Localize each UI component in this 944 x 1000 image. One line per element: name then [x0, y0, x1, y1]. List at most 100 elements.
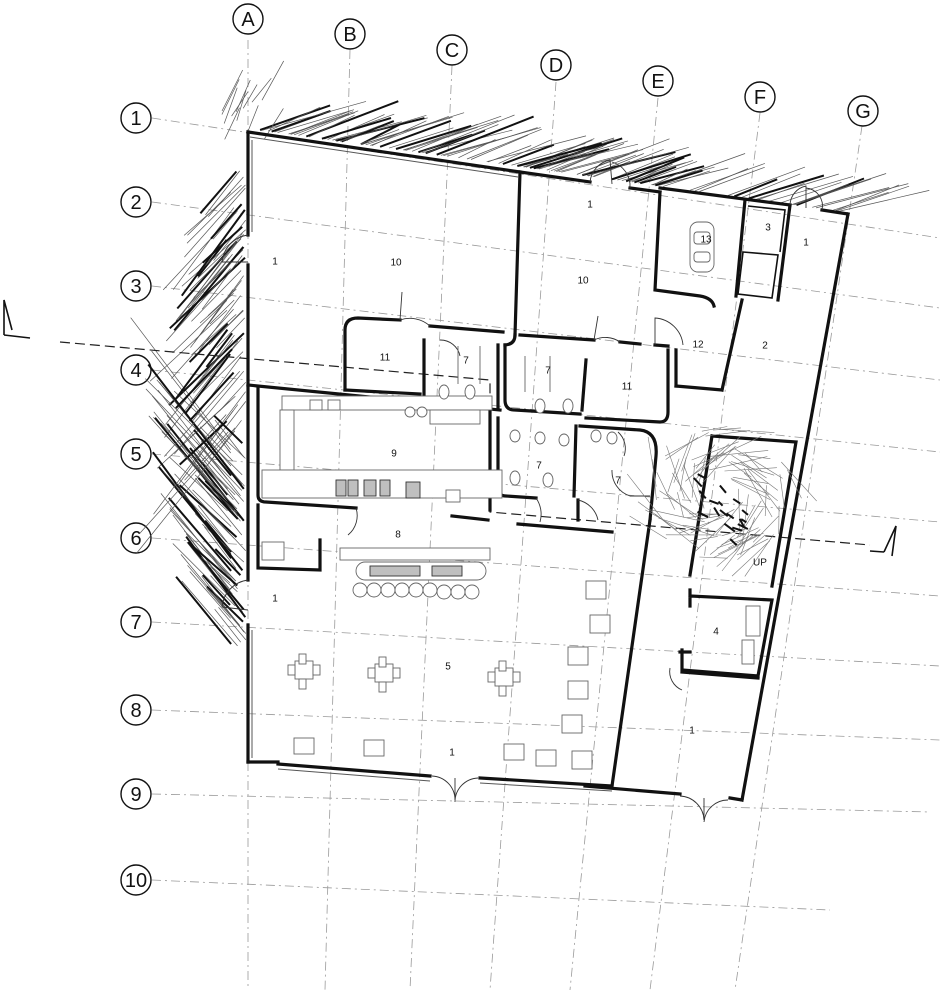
grid-label: 1	[130, 108, 141, 130]
facade-fin	[470, 134, 529, 160]
stair-stroke	[740, 461, 778, 491]
facade-fin	[201, 255, 243, 310]
stair-stroke	[716, 538, 744, 549]
stair-stroke	[743, 468, 773, 518]
stair-stroke	[744, 452, 763, 473]
stair-stroke	[656, 472, 675, 510]
facade-fin	[293, 113, 349, 136]
stair-stroke	[647, 436, 657, 487]
facade-fin	[157, 389, 241, 497]
stair-stroke	[686, 513, 718, 518]
facade-fin	[175, 576, 232, 645]
booth-table	[585, 580, 607, 600]
room-labels: 1 1 1 1 1 1 2 3 4 5 7 7 7 7 8 9 10 10 11…	[272, 200, 809, 759]
facade-fin	[224, 107, 240, 140]
facade-fin	[175, 348, 233, 409]
booth-table	[567, 646, 589, 666]
facade-fin	[139, 427, 236, 534]
facade-fin	[419, 114, 515, 153]
facade-fin	[174, 370, 244, 455]
facade-fin	[251, 77, 272, 103]
facade-fin	[176, 240, 238, 310]
facade-fin	[236, 90, 247, 121]
facade-fin	[189, 238, 242, 291]
grid-bubble-row-7: 7	[120, 606, 152, 638]
facade-fin	[199, 170, 238, 214]
grid-bubble-col-f: F	[744, 81, 776, 113]
facade-fin	[202, 275, 244, 332]
facade-fin	[169, 456, 228, 512]
facade-fin	[216, 317, 245, 349]
facade-fin	[611, 153, 692, 181]
facade-fins-west	[130, 170, 247, 647]
room-label-7b: 7	[545, 366, 551, 377]
facade-fin	[208, 401, 247, 451]
grid-line-col-g	[734, 125, 863, 991]
stair-stroke	[677, 492, 684, 518]
stair-stroke	[734, 507, 764, 552]
grid-bubble-row-1: 1	[120, 102, 152, 134]
facade-fin	[145, 388, 243, 491]
grid-bubble-col-b: B	[334, 18, 366, 50]
facade-fin	[193, 429, 232, 477]
stair-stroke	[764, 485, 767, 517]
facade-fin	[172, 207, 235, 290]
stair-stroke	[709, 534, 736, 555]
interior-walls	[246, 170, 798, 788]
stair-stroke	[648, 509, 705, 523]
facade-fin	[327, 114, 385, 140]
stair-stroke	[715, 501, 743, 535]
facade-fin	[214, 548, 242, 576]
facade-fin	[360, 129, 400, 145]
facade-fin	[835, 184, 900, 211]
stair-sculpture	[626, 426, 817, 577]
grid-line-row-5	[151, 453, 941, 523]
facade-fin	[652, 168, 688, 186]
grid-label: 2	[130, 192, 141, 214]
facade-fin	[198, 505, 228, 543]
facade-fin	[290, 111, 354, 135]
stair-stroke	[747, 469, 781, 512]
facade-fin	[290, 110, 351, 135]
stair-stroke	[679, 457, 687, 492]
facade-fin	[242, 84, 258, 109]
grid-label: D	[549, 55, 563, 77]
stair-mark	[732, 498, 741, 505]
facade-fin	[183, 184, 242, 236]
facade-fin	[576, 138, 670, 175]
facade-fin	[634, 165, 677, 184]
facade-fin	[404, 115, 502, 151]
room-label-12: 12	[692, 340, 704, 351]
grid-bubble-row-6: 6	[120, 522, 152, 554]
facade-fin	[209, 299, 235, 325]
stair-stroke	[779, 474, 785, 509]
stair-stroke	[658, 517, 714, 536]
facade-fin	[199, 426, 234, 462]
facade-fin	[370, 115, 450, 146]
facade-fin	[259, 104, 331, 131]
facade-fin	[195, 477, 243, 536]
facade-fin	[558, 149, 644, 173]
facade-fin	[466, 128, 542, 160]
facade-fin	[208, 309, 244, 345]
facade-fin	[794, 178, 872, 206]
garage-car	[689, 221, 715, 273]
stair-stroke	[721, 536, 750, 572]
facade-fin	[187, 565, 240, 626]
grid-label: G	[855, 101, 871, 123]
facade-fin	[205, 332, 233, 368]
grid-label: 7	[130, 612, 141, 634]
facade-fin	[221, 69, 244, 112]
facade-fin	[194, 289, 234, 343]
room-label-lobby-north: 1	[587, 200, 593, 211]
stair-stroke	[752, 515, 779, 543]
dining-table	[503, 743, 525, 761]
facade-fin	[178, 484, 238, 538]
facade-fin	[160, 422, 234, 500]
facade-fin	[223, 87, 238, 124]
grid-label: 3	[130, 276, 141, 298]
stair-stroke	[731, 461, 775, 476]
facade-fin	[582, 151, 676, 177]
stair-label: UP	[753, 558, 767, 569]
facade-fin	[164, 370, 241, 457]
